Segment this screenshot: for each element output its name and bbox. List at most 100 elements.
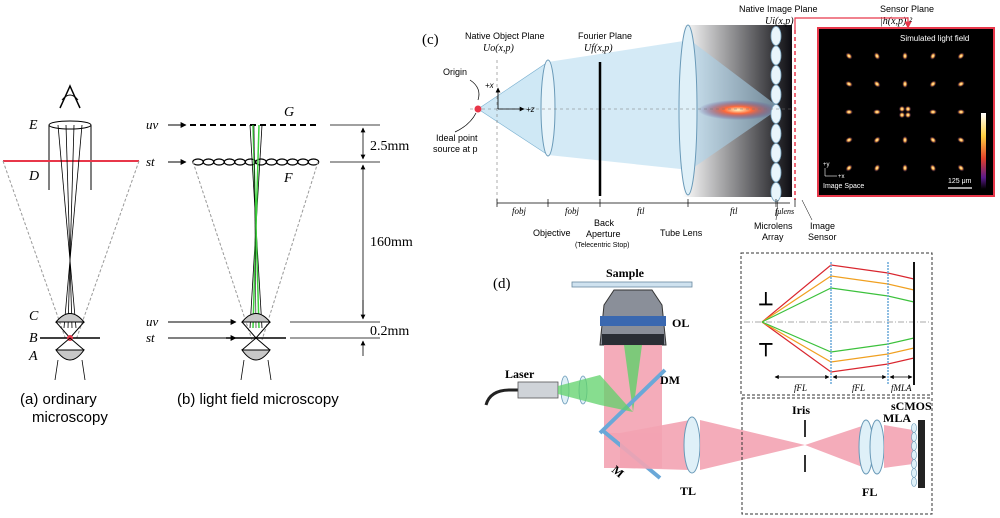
telecentric-stop: (Telecentric Stop) bbox=[575, 242, 629, 249]
f-obj-2: fobj bbox=[565, 206, 580, 216]
simulated-label: Simulated light field bbox=[900, 34, 969, 43]
mla-lenslet bbox=[911, 477, 917, 487]
point-source bbox=[474, 105, 482, 113]
inset-ray bbox=[761, 321, 915, 373]
light-spot bbox=[957, 80, 965, 88]
perp-down-icon: ⊤ bbox=[758, 340, 774, 360]
sensor-plane: Sensor Plane bbox=[880, 4, 934, 14]
microlens bbox=[770, 182, 782, 202]
axis-y-lf: +y bbox=[823, 162, 830, 168]
f-obj-1: fobj bbox=[512, 206, 527, 216]
microlens-array-c bbox=[770, 26, 782, 202]
light-spot bbox=[929, 136, 937, 144]
microlens bbox=[265, 158, 278, 166]
eyepiece-lens bbox=[48, 120, 92, 130]
uo-label: Uo(x,p) bbox=[483, 43, 514, 54]
microlens bbox=[213, 158, 225, 166]
dim-160mm: 160mm bbox=[370, 235, 413, 250]
microlens bbox=[770, 162, 782, 183]
ideal-point-line1: Ideal point bbox=[436, 133, 478, 143]
laser-label: Laser bbox=[505, 367, 535, 381]
inset-ray bbox=[761, 287, 915, 323]
f-mlens: fμlens bbox=[775, 207, 794, 216]
light-spot bbox=[904, 111, 912, 119]
ideal-point-line2: source at p bbox=[433, 144, 478, 154]
light-spot bbox=[929, 80, 937, 88]
light-spot bbox=[845, 52, 853, 60]
mla-lenslet bbox=[911, 468, 917, 478]
caption-b: (b) light field microscopy bbox=[177, 391, 339, 408]
light-spot bbox=[957, 52, 965, 60]
label-f: F bbox=[283, 171, 293, 186]
microlens bbox=[770, 45, 782, 66]
inset-box bbox=[740, 252, 933, 396]
microlens bbox=[202, 158, 215, 166]
f-tl-2: ftl bbox=[730, 206, 738, 216]
label-b: B bbox=[29, 331, 38, 346]
mla-lenslet bbox=[911, 423, 917, 433]
label-uv-top: uv bbox=[146, 117, 159, 132]
light-spot bbox=[902, 136, 908, 144]
objective-label-c: Objective bbox=[533, 228, 571, 238]
colorbar bbox=[981, 113, 986, 189]
microlens bbox=[770, 65, 782, 85]
ui-label: Ui(x,p) bbox=[765, 16, 794, 27]
mla-d bbox=[911, 423, 917, 487]
condenser-lens-a bbox=[55, 349, 85, 361]
label-e: E bbox=[28, 118, 38, 133]
back-aperture-line2: Aperture bbox=[586, 229, 621, 239]
light-field-spots bbox=[845, 52, 965, 172]
hx-label: |h(x,p)|² bbox=[880, 16, 913, 27]
microlens bbox=[770, 143, 782, 163]
f-tl-1: ftl bbox=[637, 206, 645, 216]
light-spot bbox=[845, 164, 853, 172]
objective-lens-c bbox=[54, 313, 86, 323]
sample-label: Sample bbox=[606, 266, 645, 280]
dim-0-2mm: 0.2mm bbox=[370, 324, 409, 339]
light-spot bbox=[845, 136, 853, 144]
microlens bbox=[234, 158, 246, 166]
laser-head bbox=[517, 381, 559, 399]
tube-lens-c bbox=[678, 24, 698, 196]
back-aperture-line1: Back bbox=[594, 218, 615, 228]
image-sensor-label-1: Image bbox=[810, 221, 835, 231]
image-space-label: Image Space bbox=[823, 183, 864, 190]
sample-slide bbox=[571, 281, 693, 288]
light-spot bbox=[957, 136, 965, 144]
fourier-plane: Fourier Plane bbox=[578, 31, 632, 41]
panel-a: E D C B A (a) ordinary microscopy bbox=[2, 84, 140, 426]
tag-c: (c) bbox=[422, 32, 439, 48]
tag-d: (d) bbox=[493, 276, 511, 292]
panel-b: uv G st F uv st bbox=[146, 105, 413, 408]
microlens bbox=[770, 104, 782, 124]
microlens bbox=[770, 26, 782, 46]
inset-ray bbox=[761, 321, 915, 363]
mla-lenslet bbox=[911, 441, 917, 451]
objective-lens-b bbox=[240, 313, 272, 323]
inset-f-fl-2: fFL bbox=[852, 383, 865, 393]
microlens-label-1: Microlens bbox=[754, 221, 793, 231]
iris-label: Iris bbox=[792, 403, 810, 417]
tube-lens-label: Tube Lens bbox=[660, 228, 703, 238]
microlens bbox=[297, 158, 309, 166]
fl-label: FL bbox=[862, 485, 877, 499]
native-image-plane: Native Image Plane bbox=[739, 4, 818, 14]
eyepiece-icon bbox=[59, 84, 81, 109]
mla-label: MLA bbox=[883, 411, 911, 425]
label-uv-bottom: uv bbox=[146, 314, 159, 329]
native-object-plane: Native Object Plane bbox=[465, 31, 545, 41]
scmos-label: sCMOS bbox=[891, 399, 932, 413]
light-spot bbox=[929, 164, 937, 172]
lf-subbox bbox=[741, 397, 933, 515]
mla-lenslet bbox=[911, 432, 917, 442]
inset-ray bbox=[761, 275, 915, 323]
light-spot bbox=[929, 109, 937, 115]
mla-lenslet bbox=[911, 450, 917, 460]
microlens bbox=[223, 158, 236, 166]
beam-infinity bbox=[548, 40, 690, 170]
beam-object bbox=[477, 61, 549, 156]
mla-lenslet bbox=[911, 459, 917, 469]
axis-x-c: +x bbox=[485, 81, 495, 90]
microlens bbox=[770, 84, 782, 105]
axis-x-lf: +x bbox=[838, 174, 845, 180]
